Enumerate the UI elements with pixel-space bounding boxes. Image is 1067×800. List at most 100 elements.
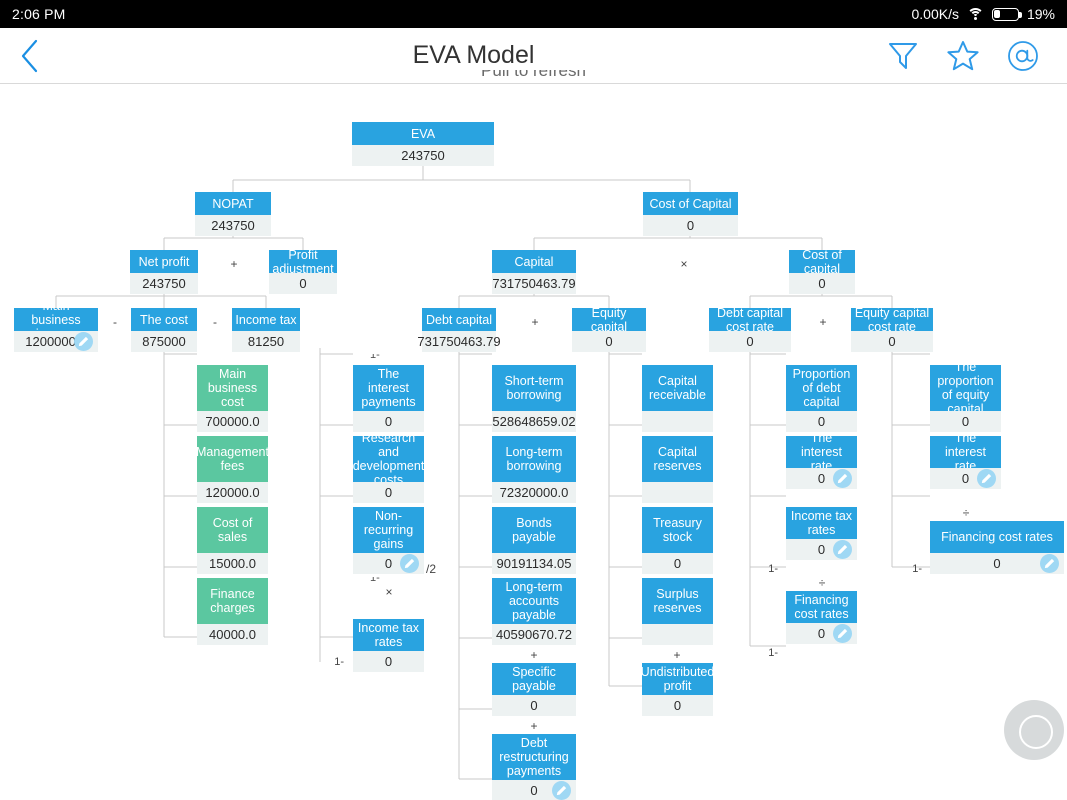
node-debt-capital-cost-rate-value: 0 xyxy=(709,331,791,352)
node-financing-cost-rates-debt-value: 0 xyxy=(786,623,857,644)
node-cost-of-sales[interactable]: Cost of sales 15000.0 xyxy=(197,507,268,574)
node-financing-cost-rates-debt-label: Financing cost rates xyxy=(786,591,857,623)
node-equity-capital-cost-rate-value: 0 xyxy=(851,331,933,352)
pencil-glyph xyxy=(1044,558,1055,569)
node-specific-payable[interactable]: Specific payable 0 xyxy=(492,663,576,716)
node-long-term-borrowing-value: 72320000.0 xyxy=(492,482,576,503)
node-rnd-costs[interactable]: Research and development costs 0 xyxy=(353,436,424,503)
operator-eq-4: + xyxy=(673,648,681,662)
node-capital-value: 731750463.79 xyxy=(492,273,576,294)
node-short-term-borrowing-value: 528648659.02 xyxy=(492,411,576,432)
node-proportion-of-debt-capital-value: 0 xyxy=(786,411,857,432)
node-eva[interactable]: EVA 243750 xyxy=(352,122,494,166)
edit-pencil-icon[interactable] xyxy=(833,540,852,559)
eva-tree-canvas[interactable]: EVA 243750 NOPAT 243750 - Cost of Capita… xyxy=(0,86,1067,800)
operator-debt-5: + xyxy=(530,719,538,733)
prefix-financing-cost-rates-debt: 1- xyxy=(768,647,778,659)
node-income-tax-rates-1[interactable]: Income tax rates 0 xyxy=(353,619,424,672)
node-financing-cost-rates-equity-label: Financing cost rates xyxy=(930,521,1064,553)
node-capital-receivable-value xyxy=(642,411,713,432)
node-debt-capital-value: 731750463.79 xyxy=(417,331,501,352)
node-the-cost-value: 875000 xyxy=(131,331,197,352)
node-long-term-borrowing[interactable]: Long-term borrowing 72320000.0 xyxy=(492,436,576,503)
node-profit-adjustment-value: 0 xyxy=(269,273,337,294)
node-interest-rate-debt[interactable]: The interest rate 0 xyxy=(786,436,857,489)
node-non-recurring-gains-value: 0 xyxy=(353,553,424,574)
node-capital-reserves-value xyxy=(642,482,713,503)
pencil-glyph xyxy=(78,336,89,347)
edit-pencil-icon[interactable] xyxy=(833,624,852,643)
at-sign-icon[interactable] xyxy=(1007,40,1039,72)
node-non-recurring-gains[interactable]: Non-recurring gains 0 xyxy=(353,507,424,574)
node-surplus-reserves[interactable]: Surplus reserves xyxy=(642,578,713,645)
node-capital-reserves-label: Capital reserves xyxy=(642,436,713,482)
node-equity-capital[interactable]: Equity capital 0 xyxy=(572,308,646,352)
operator-cost-of-capital: + xyxy=(819,315,827,329)
node-cost-of-sales-value: 15000.0 xyxy=(197,553,268,574)
node-undistributed-profit[interactable]: Undistributed profit 0 xyxy=(642,663,713,716)
node-equity-capital-cost-rate[interactable]: Equity capital cost rate 0 xyxy=(851,308,933,352)
node-interest-rate-equity[interactable]: The interest rate 0 xyxy=(930,436,1001,489)
node-nopat[interactable]: NOPAT 243750 xyxy=(195,192,271,236)
node-proportion-of-debt-capital-label: Proportion of debt capital xyxy=(786,365,857,411)
node-cost-of-capital-item-value: 0 xyxy=(789,273,855,294)
node-bonds-payable[interactable]: Bonds payable 90191134.05 xyxy=(492,507,576,574)
filter-icon[interactable] xyxy=(887,41,919,71)
record-button[interactable] xyxy=(1004,700,1064,760)
star-glyph xyxy=(947,41,979,71)
node-financing-cost-rates-equity[interactable]: Financing cost rates 0 xyxy=(930,521,1064,574)
node-eva-value: 243750 xyxy=(352,145,494,166)
node-long-term-accounts-payable[interactable]: Long-term accounts payable 40590670.72 xyxy=(492,578,576,645)
node-cost-of-capital-item[interactable]: Cost of capital 0 xyxy=(789,250,855,294)
node-net-profit[interactable]: Net profit 243750 xyxy=(130,250,198,294)
edit-pencil-icon[interactable] xyxy=(1040,554,1059,573)
node-short-term-borrowing[interactable]: Short-term borrowing 528648659.02 xyxy=(492,365,576,432)
operator-nopat: + xyxy=(230,257,238,271)
node-finance-charges-value: 40000.0 xyxy=(197,624,268,645)
node-main-business-cost[interactable]: Main business cost 700000.0 xyxy=(197,365,268,432)
node-income-tax-rates-2-value: 0 xyxy=(786,539,857,560)
node-equity-capital-value: 0 xyxy=(572,331,646,352)
pencil-glyph xyxy=(837,628,848,639)
node-interest-payments[interactable]: The interest payments 0 xyxy=(353,365,424,432)
prefix-income-tax-rates-2: 1- xyxy=(768,563,778,575)
node-cost-of-capital[interactable]: Cost of Capital 0 xyxy=(643,192,738,236)
node-main-business-income[interactable]: Main business income 1200000.0 xyxy=(14,308,98,352)
node-proportion-of-equity-capital-value: 0 xyxy=(930,411,1001,432)
node-interest-rate-equity-value: 0 xyxy=(930,468,1001,489)
star-icon[interactable] xyxy=(947,40,979,71)
edit-pencil-icon[interactable] xyxy=(833,469,852,488)
node-capital-receivable[interactable]: Capital receivable xyxy=(642,365,713,432)
node-capital[interactable]: Capital 731750463.79 xyxy=(492,250,576,294)
node-debt-capital[interactable]: Debt capital 731750463.79 xyxy=(417,308,501,352)
page-title: EVA Model xyxy=(412,41,535,69)
node-proportion-of-debt-capital[interactable]: Proportion of debt capital 0 xyxy=(786,365,857,432)
node-cost-of-capital-value: 0 xyxy=(643,215,738,236)
node-finance-charges[interactable]: Finance charges 40000.0 xyxy=(197,578,268,645)
node-specific-payable-value: 0 xyxy=(492,695,576,716)
node-debt-capital-cost-rate[interactable]: Debt capital cost rate 0 xyxy=(709,308,791,352)
node-long-term-borrowing-label: Long-term borrowing xyxy=(492,436,576,482)
node-income-tax-rates-2[interactable]: Income tax rates 0 xyxy=(786,507,857,560)
node-profit-adjustment[interactable]: Profit adjustment 0 xyxy=(269,250,337,294)
node-management-fees[interactable]: Management fees 120000.0 xyxy=(197,436,268,503)
node-non-recurring-gains-label: Non-recurring gains xyxy=(353,507,424,553)
node-interest-rate-debt-label: The interest rate xyxy=(786,436,857,468)
node-capital-receivable-label: Capital receivable xyxy=(642,365,713,411)
node-proportion-of-equity-capital[interactable]: The proportion of equity capital 0 xyxy=(930,365,1001,432)
edit-pencil-icon[interactable] xyxy=(552,781,571,800)
node-debt-restructuring-payments[interactable]: Debt restructuring payments 0 xyxy=(492,734,576,800)
node-financing-cost-rates-debt[interactable]: Financing cost rates 0 xyxy=(786,591,857,644)
node-finance-charges-label: Finance charges xyxy=(197,578,268,624)
node-main-business-cost-label: Main business cost xyxy=(197,365,268,411)
node-treasury-stock[interactable]: Treasury stock 0 xyxy=(642,507,713,574)
at-glyph xyxy=(1008,40,1038,71)
node-the-cost[interactable]: The cost 875000 xyxy=(131,308,197,352)
node-income-tax[interactable]: Income tax 81250 xyxy=(232,308,300,352)
node-capital-reserves[interactable]: Capital reserves xyxy=(642,436,713,503)
edit-pencil-icon[interactable] xyxy=(977,469,996,488)
edit-pencil-icon[interactable] xyxy=(400,554,419,573)
back-button[interactable] xyxy=(0,28,60,84)
edit-pencil-icon[interactable] xyxy=(74,332,93,351)
pencil-glyph xyxy=(837,544,848,555)
